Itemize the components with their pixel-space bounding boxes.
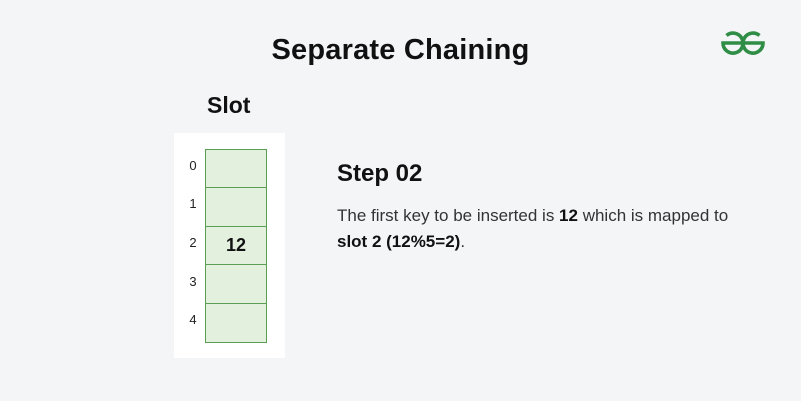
slot-index: 0 xyxy=(189,158,197,173)
step-text-part: . xyxy=(460,232,466,251)
step-description: The first key to be inserted is 12 which… xyxy=(337,203,737,255)
slot-index: 2 xyxy=(189,235,197,250)
slot-cell: 12 xyxy=(206,226,266,266)
step-text-part: which is mapped to xyxy=(577,206,729,225)
step-slot-ref: slot 2 (12%5=2) xyxy=(337,232,461,251)
slot-heading: Slot xyxy=(207,92,251,118)
slot-cell xyxy=(206,150,266,189)
slot-cell xyxy=(206,188,266,227)
slot-cell xyxy=(206,265,266,304)
geeksforgeeks-logo-icon xyxy=(721,31,765,55)
slot-index: 3 xyxy=(189,274,197,289)
step-title: Step 02 xyxy=(337,160,423,187)
slot-cell xyxy=(206,303,266,342)
step-key: 12 xyxy=(559,206,578,225)
slot-index: 1 xyxy=(189,196,197,211)
hash-table: 12 xyxy=(205,149,267,343)
step-text-part: The first key to be inserted is xyxy=(337,206,560,225)
page-title: Separate Chaining xyxy=(271,34,530,66)
slot-index: 4 xyxy=(189,312,197,327)
